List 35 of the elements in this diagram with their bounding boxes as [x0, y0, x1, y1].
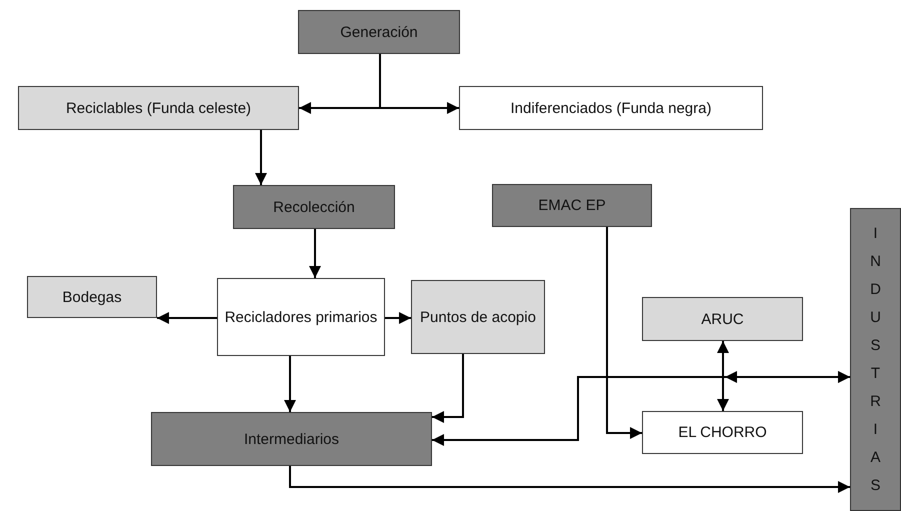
arrow	[309, 229, 321, 278]
process-box	[642, 411, 803, 454]
arrow	[255, 130, 267, 185]
arrow	[606, 227, 642, 439]
node-label: Recolección	[273, 198, 355, 218]
arrow	[432, 354, 464, 423]
process-box	[850, 208, 901, 511]
node-label: Generación	[340, 22, 418, 42]
arrow	[379, 54, 459, 114]
process-box	[411, 280, 545, 354]
process-box	[298, 10, 460, 54]
node-label: EL CHORRO	[678, 423, 767, 443]
arrow	[157, 312, 217, 324]
node-label: ARUC	[701, 310, 744, 330]
process-box	[492, 184, 652, 227]
process-box	[642, 297, 803, 341]
arrow	[385, 312, 411, 324]
node-label: Recicladores primarios	[224, 308, 378, 328]
process-box	[151, 412, 432, 466]
arrow	[725, 371, 850, 383]
process-box	[18, 86, 299, 130]
node-label: Reciclables (Funda celeste)	[66, 98, 252, 118]
node-label: Bodegas	[62, 288, 122, 308]
arrow	[289, 466, 850, 493]
process-box	[217, 278, 385, 356]
node-label: Intermediarios	[244, 430, 340, 450]
process-box	[459, 86, 763, 130]
node-label: INDUSTRIAS	[870, 224, 881, 496]
arrow	[717, 341, 729, 411]
node-label: EMAC EP	[538, 196, 606, 216]
node-label: Puntos de acopio	[420, 308, 536, 328]
process-box	[233, 185, 395, 229]
process-box	[27, 276, 157, 318]
node-label: Indiferenciados (Funda negra)	[510, 98, 712, 118]
arrow	[284, 356, 296, 412]
